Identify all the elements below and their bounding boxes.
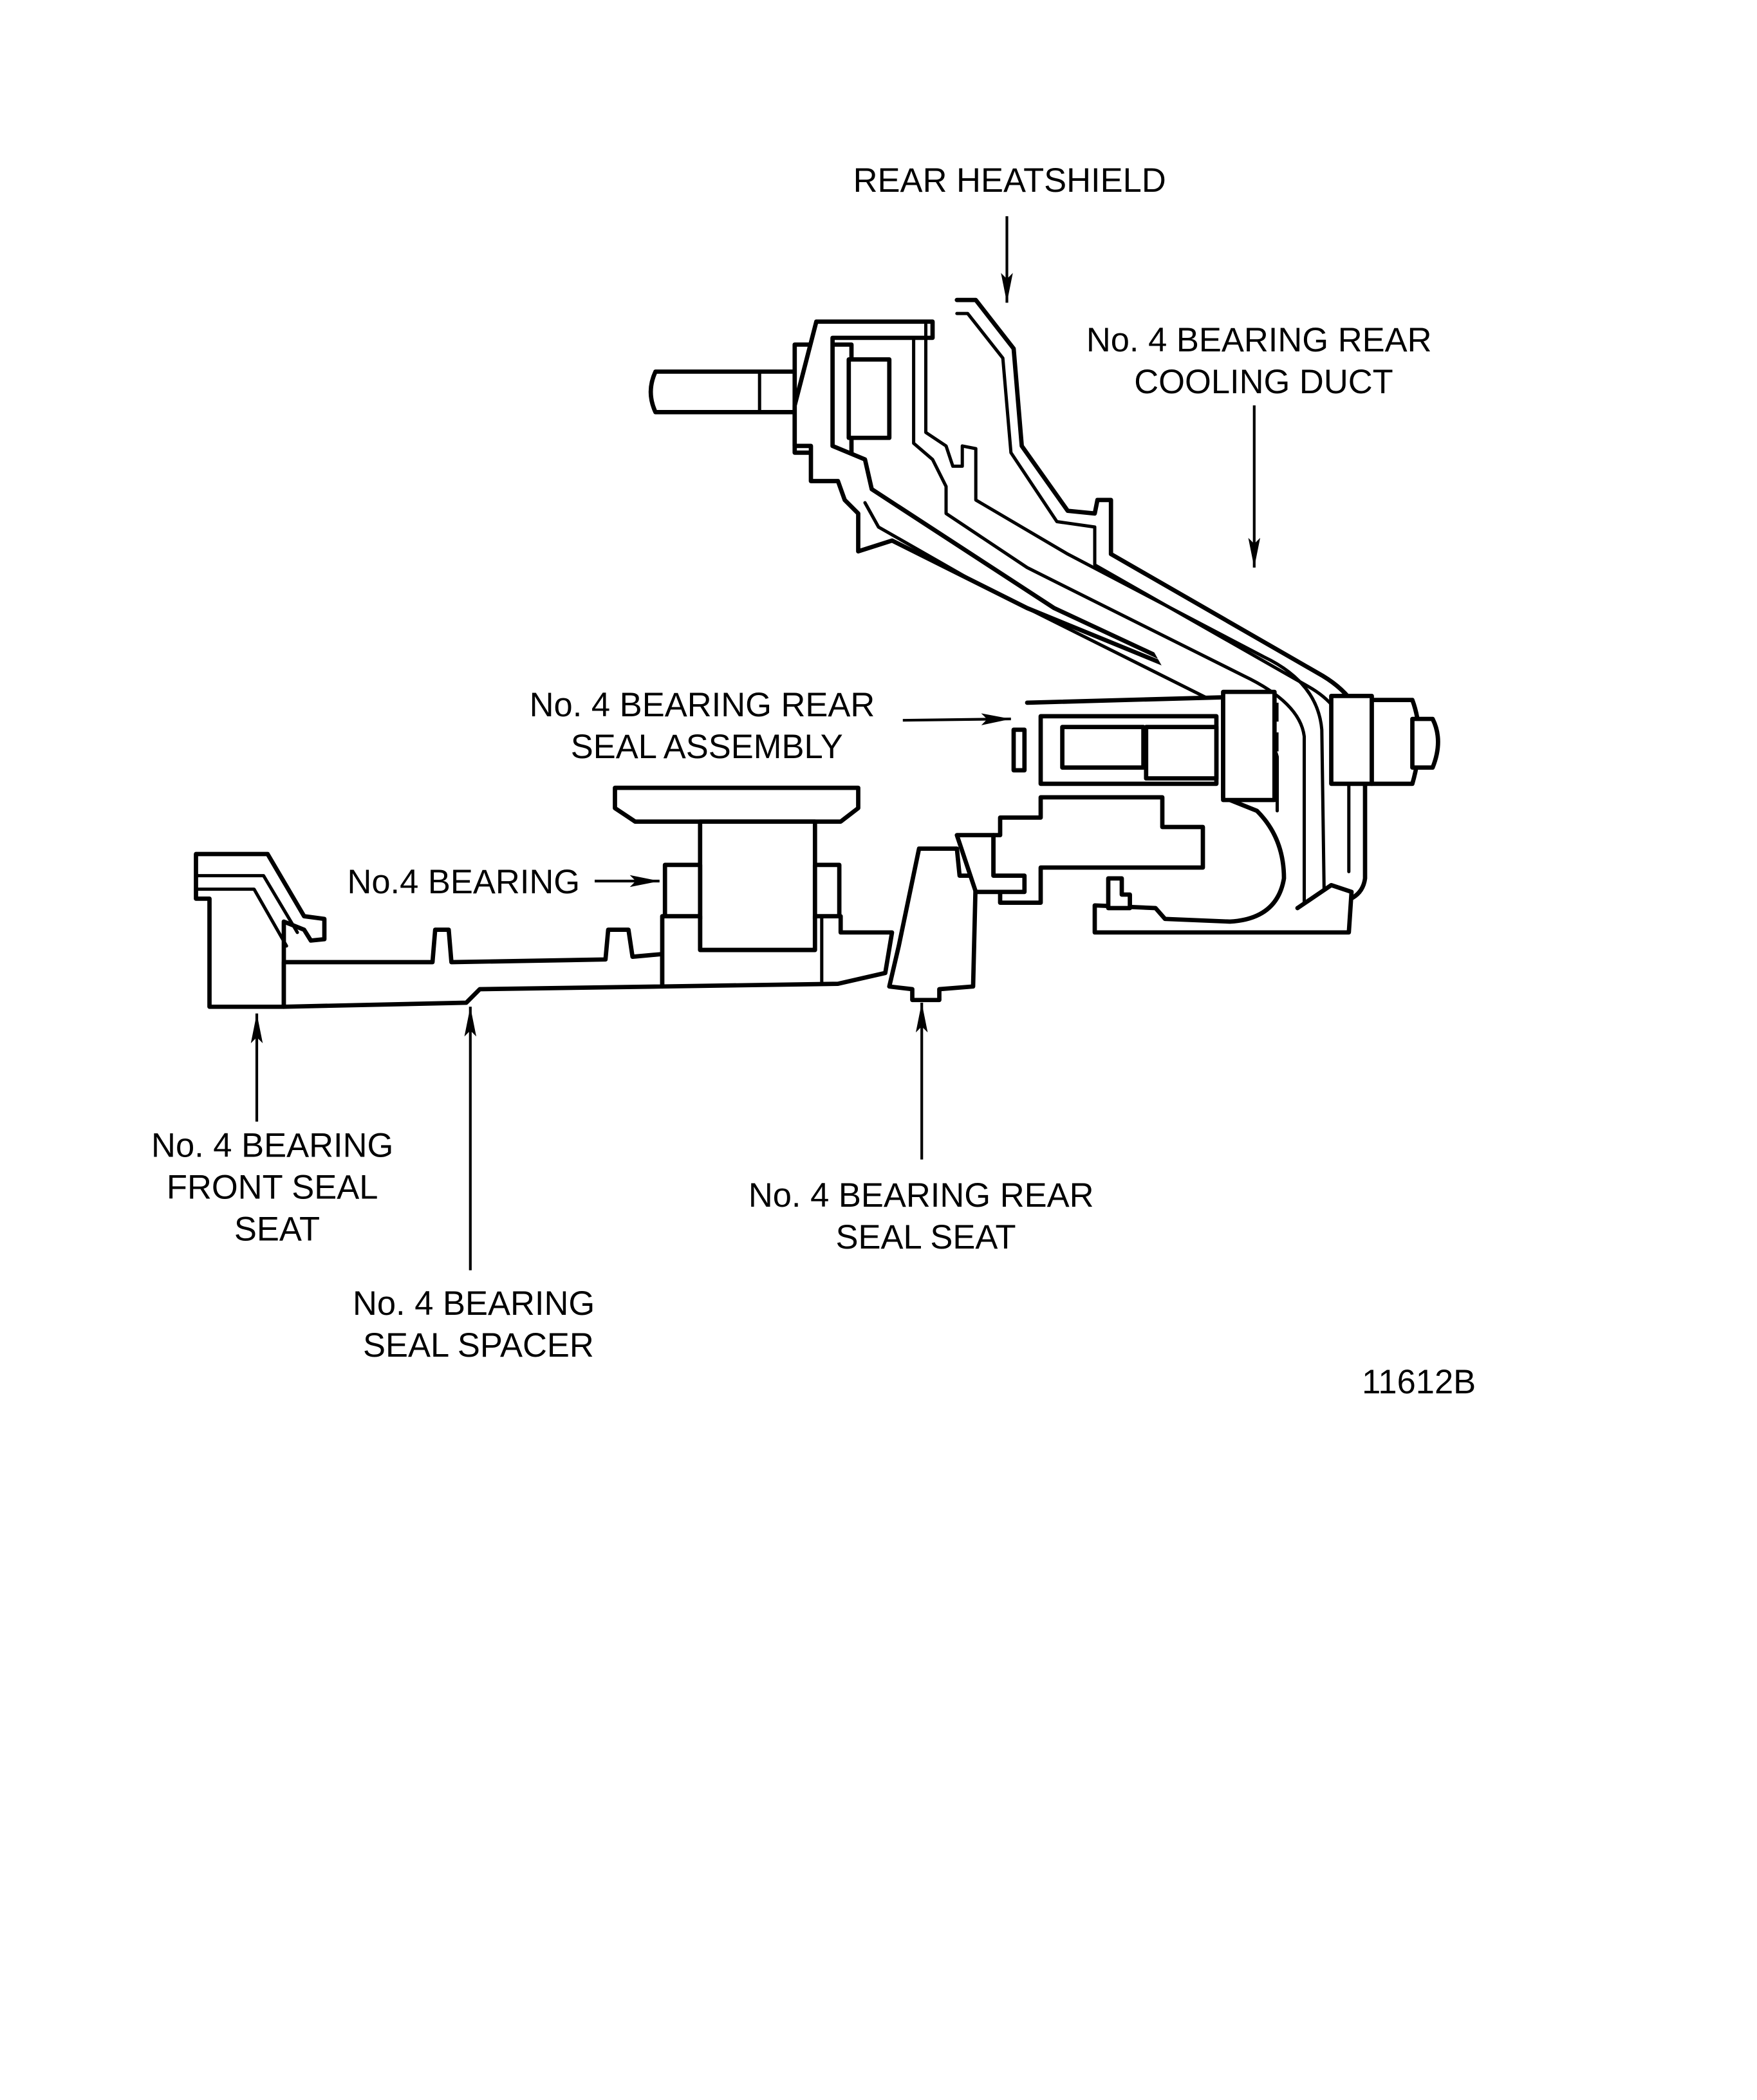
label-line: SEAT: [234, 1211, 320, 1249]
label-line: FRONT SEAL: [167, 1168, 378, 1206]
label-line: No. 4 BEARING REAR: [748, 1176, 1094, 1214]
label-seal-spacer: No. 4 BEARING SEAL SPACER: [353, 1285, 604, 1364]
label-line: No. 4 BEARING REAR: [530, 686, 875, 724]
bearing-part: [613, 785, 895, 989]
label-rear-seal-assembly: No. 4 BEARING REAR SEAL ASSEMBLY: [530, 686, 884, 766]
label-line: SEAL SPACER: [363, 1326, 594, 1364]
label-line: No. 4 BEARING: [353, 1285, 595, 1323]
label-line: No. 4 BEARING REAR: [1086, 321, 1432, 359]
rear-seal-assembly-part: [991, 689, 1354, 935]
label-rear-heatshield: REAR HEATSHIELD: [853, 162, 1166, 200]
leader-rear-seal-assembly: [902, 713, 1011, 725]
upper-stud-bolt: [648, 369, 800, 414]
label-line: No. 4 BEARING: [151, 1126, 393, 1164]
label-line: COOLING DUCT: [1134, 363, 1393, 401]
label-line: SEAL SEAT: [835, 1218, 1016, 1256]
figure-number: 11612B: [1362, 1363, 1476, 1401]
label-line: No.4 BEARING: [347, 863, 580, 901]
front-seal-seat-part: [194, 851, 327, 1009]
seal-spacer-part: [281, 927, 665, 1009]
label-bearing: No.4 BEARING: [347, 863, 580, 901]
label-rear-seal-seat: No. 4 BEARING REAR SEAL SEAT: [748, 1176, 1103, 1256]
label-line: REAR HEATSHIELD: [853, 162, 1166, 200]
rear-seal-seat-part: [887, 833, 1027, 1003]
right-bolt-nut: [1329, 694, 1440, 786]
label-line: SEAL ASSEMBLY: [571, 728, 843, 766]
label-rear-cooling-duct: No. 4 BEARING REAR COOLING DUCT: [1086, 321, 1441, 401]
label-front-seal-seat: No. 4 BEARING FRONT SEAL SEAT: [151, 1126, 403, 1248]
